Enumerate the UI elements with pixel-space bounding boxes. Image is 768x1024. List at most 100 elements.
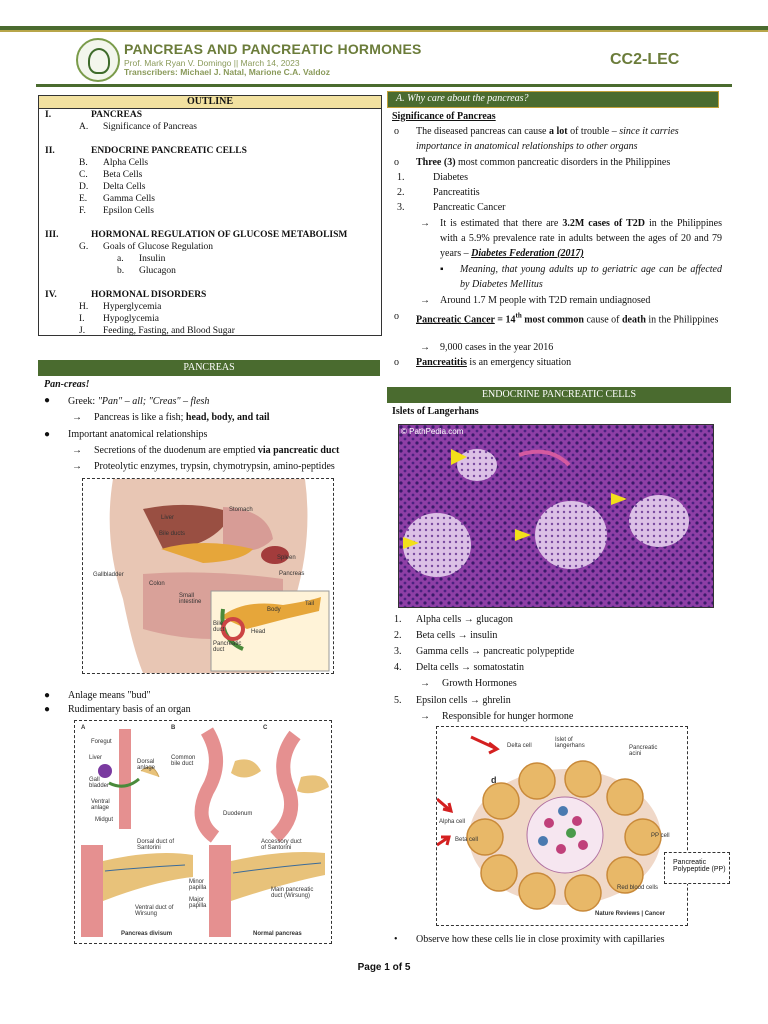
bullet-icon: ● [44, 690, 51, 701]
est-text2: in the Philippines with a 5.9% prevalenc… [440, 218, 723, 259]
outline-num: H. [79, 302, 89, 312]
fig2-common-bile-duct-label: Common bile duct [171, 755, 196, 767]
three-text: most common pancreatic disorders in the … [455, 157, 671, 168]
fig2-ventral-anlage-label: Ventral anlage [91, 799, 110, 811]
three-disorders-line: Three (3) most common pancreatic disorde… [416, 155, 722, 170]
outline-item: Alpha Cells [103, 158, 149, 168]
course-code: CC2-LEC [610, 51, 680, 68]
epsilon-cells-line: Epsilon cells → ghrelin [416, 695, 511, 706]
outline-section: PANCREAS [91, 110, 143, 120]
histology-slide [399, 425, 713, 607]
secretions-bold: via pancreatic duct [257, 445, 340, 456]
outline-item: Glucagon [139, 266, 176, 276]
embryology-illustration [75, 721, 331, 943]
arrow-icon: → [420, 218, 430, 229]
fig2-divisum-label: Pancreas divisum [121, 931, 173, 937]
fig3-islet-label: Islet of langerhans [555, 737, 585, 749]
gamma-cells-line: Gamma cells → pancreatic polypeptide [416, 646, 575, 657]
outline-section: ENDOCRINE PANCREATIC CELLS [91, 146, 247, 156]
cancer-text2: in the Philippines [645, 314, 719, 326]
fig3-beta-label: Beta cell [455, 837, 479, 843]
bullet-icon: ο [394, 311, 399, 322]
fig3-delta-label: Delta cell [507, 743, 532, 749]
fig2-accessory-duct-label: Accessory duct of Santorini [261, 839, 302, 851]
fish-line: Pancreas is like a fish; head, body, and… [94, 410, 270, 425]
histology-watermark: © PathPedia.com [401, 427, 464, 436]
why-bar-label: A. Why care about the pancreas? [396, 93, 529, 104]
hunger-hormone-line: Responsible for hunger hormone [442, 711, 574, 722]
fig3-source-label: Nature Reviews | Cancer [595, 911, 666, 917]
outline-item: Hyperglycemia [103, 302, 162, 312]
list-num: 4. [394, 662, 402, 673]
bullet-icon: • [394, 934, 398, 945]
school-logo [76, 38, 120, 82]
fig2-normal-label: Normal pancreas [253, 931, 302, 937]
greek-meaning: "Pan" – all; "Creas" – flesh [97, 396, 210, 407]
outline-item: Feeding, Fasting, and Blood Sugar [103, 326, 235, 336]
outline-item: Hypoglycemia [103, 314, 159, 324]
outline-num: I. [79, 314, 85, 324]
bullet-icon: ● [44, 429, 51, 440]
islet-illustration [436, 727, 687, 925]
fig1-spleen-label: Spleen [277, 555, 296, 561]
cases-line: 9,000 cases in the year 2016 [440, 342, 554, 353]
fig3-acini-label: Pancreatic acini [629, 745, 658, 757]
fig1-gallbladder-label: Gallbladder [93, 572, 124, 578]
outline-num: b. [117, 266, 125, 276]
alpha-cells-line: Alpha cells → glucagon [416, 614, 513, 625]
histology-image: © PathPedia.com [398, 424, 714, 608]
list-num: 5. [394, 695, 402, 706]
small-bullet-icon: ▪ [440, 264, 444, 275]
rudimentary-line: Rudimentary basis of an organ [68, 704, 191, 715]
outline-num: E. [79, 194, 88, 204]
page-footer: Page 1 of 5 [357, 962, 411, 973]
disorder-cancer: Pancreatic Cancer [433, 202, 506, 213]
outline-num: A. [79, 122, 89, 132]
anatomy-illustration [83, 479, 333, 673]
est-source: Diabetes Federation (2017) [471, 248, 584, 259]
pp-callout: Pancreatic Polypeptide (PP) [664, 852, 730, 884]
growth-hormones-line: Growth Hormones [442, 678, 517, 689]
outline-num: C. [79, 170, 88, 180]
pancreas-section-bar: PANCREAS [38, 360, 380, 376]
arrow-icon: → [420, 295, 430, 306]
outline-num: IV. [45, 290, 57, 300]
observe-line: Observe how these cells lie in close pro… [416, 934, 665, 945]
enzymes-line: Proteolytic enzymes, trypsin, chymotryps… [94, 461, 335, 472]
fig1-bile-duct-label: Bile duct [213, 621, 225, 633]
islet-figure: Delta cell Islet of langerhans Pancreati… [436, 726, 688, 926]
est-bold: 3.2M cases of T2D [562, 218, 645, 229]
significance-heading: Significance of Pancreas [392, 111, 496, 122]
secretions-line: Secretions of the duodenum are emptied v… [94, 443, 339, 458]
endocrine-section-bar: ENDOCRINE PANCREATIC CELLS [387, 387, 731, 403]
bullet-icon: ● [44, 395, 51, 406]
fig2-midgut-label: Midgut [95, 817, 114, 823]
list-num: 1. [394, 614, 402, 625]
beta-cells-line: Beta cells → insulin [416, 630, 498, 641]
list-num: 2. [394, 630, 402, 641]
outline-box: OUTLINE I. PANCREAS A. Significance of P… [38, 95, 382, 336]
bullet-icon: ● [44, 704, 51, 715]
outline-num: G. [79, 242, 89, 252]
outline-num: D. [79, 182, 89, 192]
three-bold: Three (3) [416, 157, 456, 168]
fig1-pancreatic-duct-label: Pancreatic duct [213, 641, 242, 653]
fish-bold: head, body, and tail [185, 412, 270, 423]
outline-item: Delta Cells [103, 182, 146, 192]
outline-section: HORMONAL REGULATION OF GLUCOSE METABOLIS… [91, 230, 348, 240]
fish-text: Pancreas is like a fish; [94, 412, 186, 423]
delta-cells-line: Delta cells → somatostatin [416, 662, 525, 673]
anlage-line: Anlage means "bud" [68, 690, 151, 701]
p1-text2: of trouble – [567, 126, 620, 137]
list-num: 3. [397, 202, 405, 213]
relationships-line: Important anatomical relationships [68, 429, 208, 440]
disorder-pancreatitis: Pancreatitis [433, 187, 480, 198]
arrow-icon: → [72, 412, 82, 423]
outline-num: III. [45, 230, 59, 240]
transcribers-line: Transcribers: Michael J. Natal, Marione … [124, 67, 330, 77]
microscope-icon [88, 48, 110, 74]
pancreatitis-term: Pancreatitis [416, 357, 467, 368]
why-section-bar: A. Why care about the pancreas? [387, 91, 719, 108]
fig2-dorsal-anlage-label: Dorsal anlage [137, 759, 156, 771]
fig1-body-label: Body [267, 607, 281, 613]
